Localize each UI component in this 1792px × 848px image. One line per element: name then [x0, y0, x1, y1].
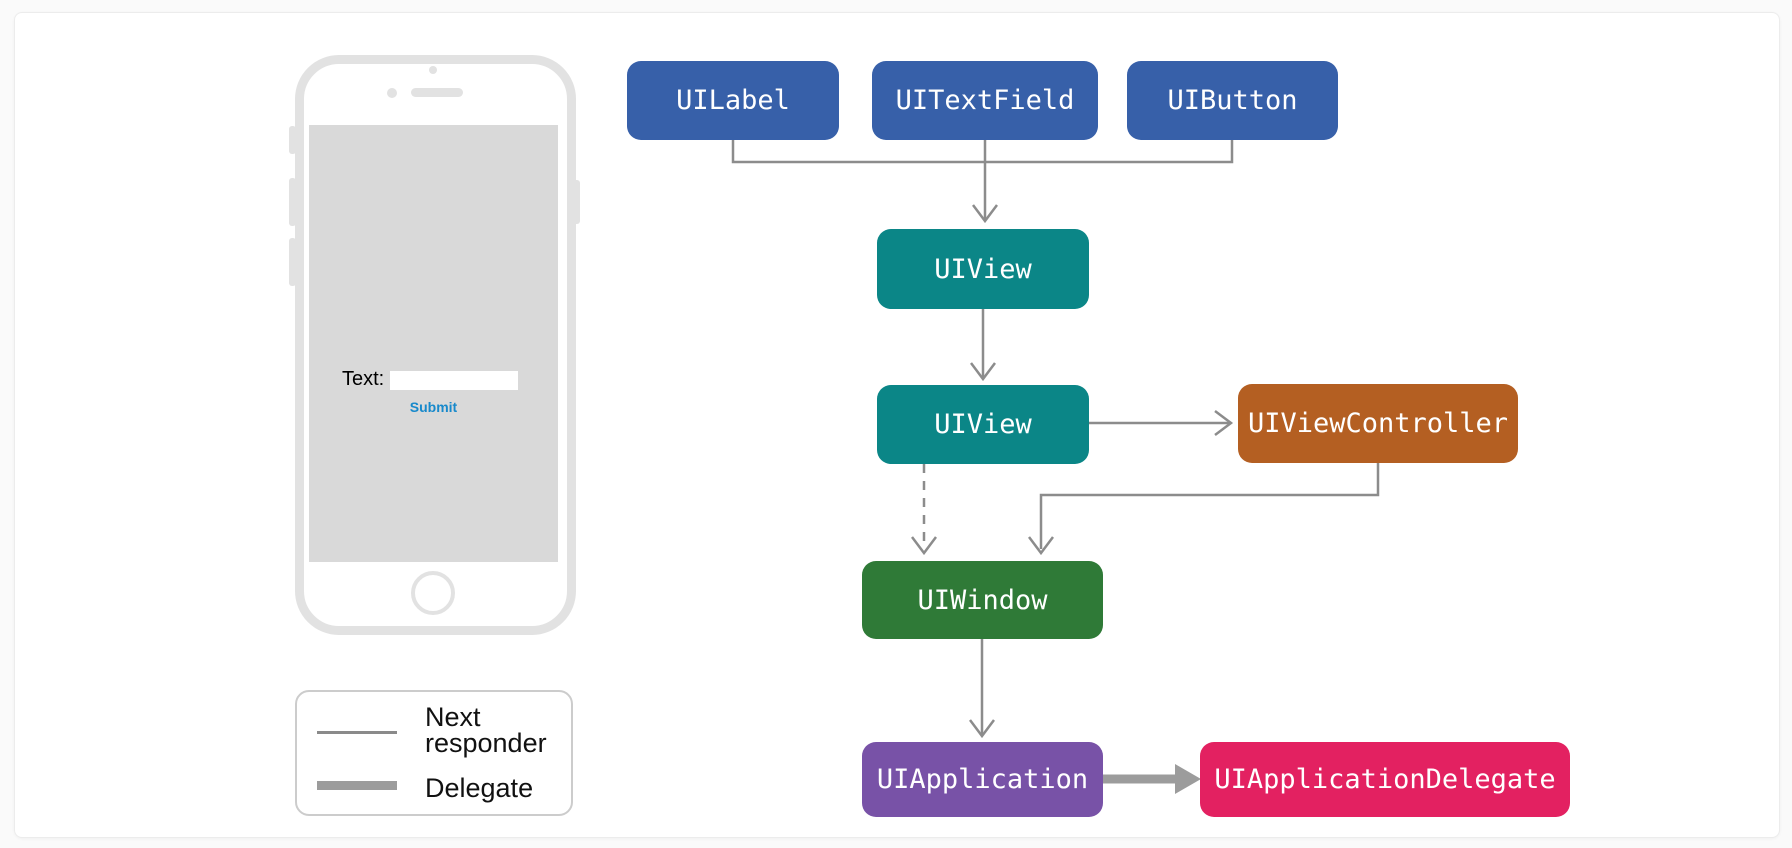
text-field-label: Text:	[342, 368, 385, 390]
node-uiapplicationdelegate: UIApplicationDelegate	[1200, 742, 1570, 817]
node-uiview-top: UIView	[877, 229, 1089, 309]
mute-switch-icon	[289, 126, 296, 154]
content-card: Text: Submit Next responder Delegate	[14, 12, 1780, 838]
edge-uiwindow-to-uiapplication	[969, 639, 995, 739]
edge-controls-to-uiview	[972, 140, 998, 224]
edge-uiviewcontroller-to-uiwindow	[1028, 463, 1380, 556]
node-uitextfield: UITextField	[872, 61, 1098, 140]
speaker-icon	[411, 88, 463, 97]
volume-down-button-icon	[289, 238, 296, 286]
node-uiview-root: UIView	[877, 385, 1089, 464]
camera-icon	[429, 66, 437, 74]
text-input[interactable]	[390, 371, 518, 390]
volume-up-button-icon	[289, 178, 296, 226]
node-uiwindow: UIWindow	[862, 561, 1103, 639]
node-uilabel: UILabel	[627, 61, 839, 140]
legend-delegate-label: Delegate	[425, 773, 534, 803]
legend-delegate-line	[317, 781, 397, 790]
node-uibutton: UIButton	[1127, 61, 1338, 140]
legend-next-responder-label: Next responder	[425, 702, 547, 758]
sensor-icon	[387, 88, 397, 98]
edge-uiapplication-to-delegate	[1103, 764, 1201, 794]
edge-uiview-to-uiwindow-dashed	[911, 464, 937, 556]
legend: Next responder Delegate	[295, 690, 573, 816]
node-uiviewcontroller: UIViewController	[1238, 384, 1518, 463]
edge-uiview-to-uiview	[970, 309, 996, 382]
node-uiapplication: UIApplication	[862, 742, 1103, 817]
edge-controls-bus	[731, 140, 1234, 164]
legend-next-responder-line	[317, 731, 397, 734]
power-button-icon	[573, 180, 580, 224]
phone-screen	[309, 125, 558, 562]
edge-uiview-to-uiviewcontroller	[1089, 410, 1234, 436]
submit-button[interactable]: Submit	[409, 399, 458, 415]
home-button	[411, 571, 455, 615]
